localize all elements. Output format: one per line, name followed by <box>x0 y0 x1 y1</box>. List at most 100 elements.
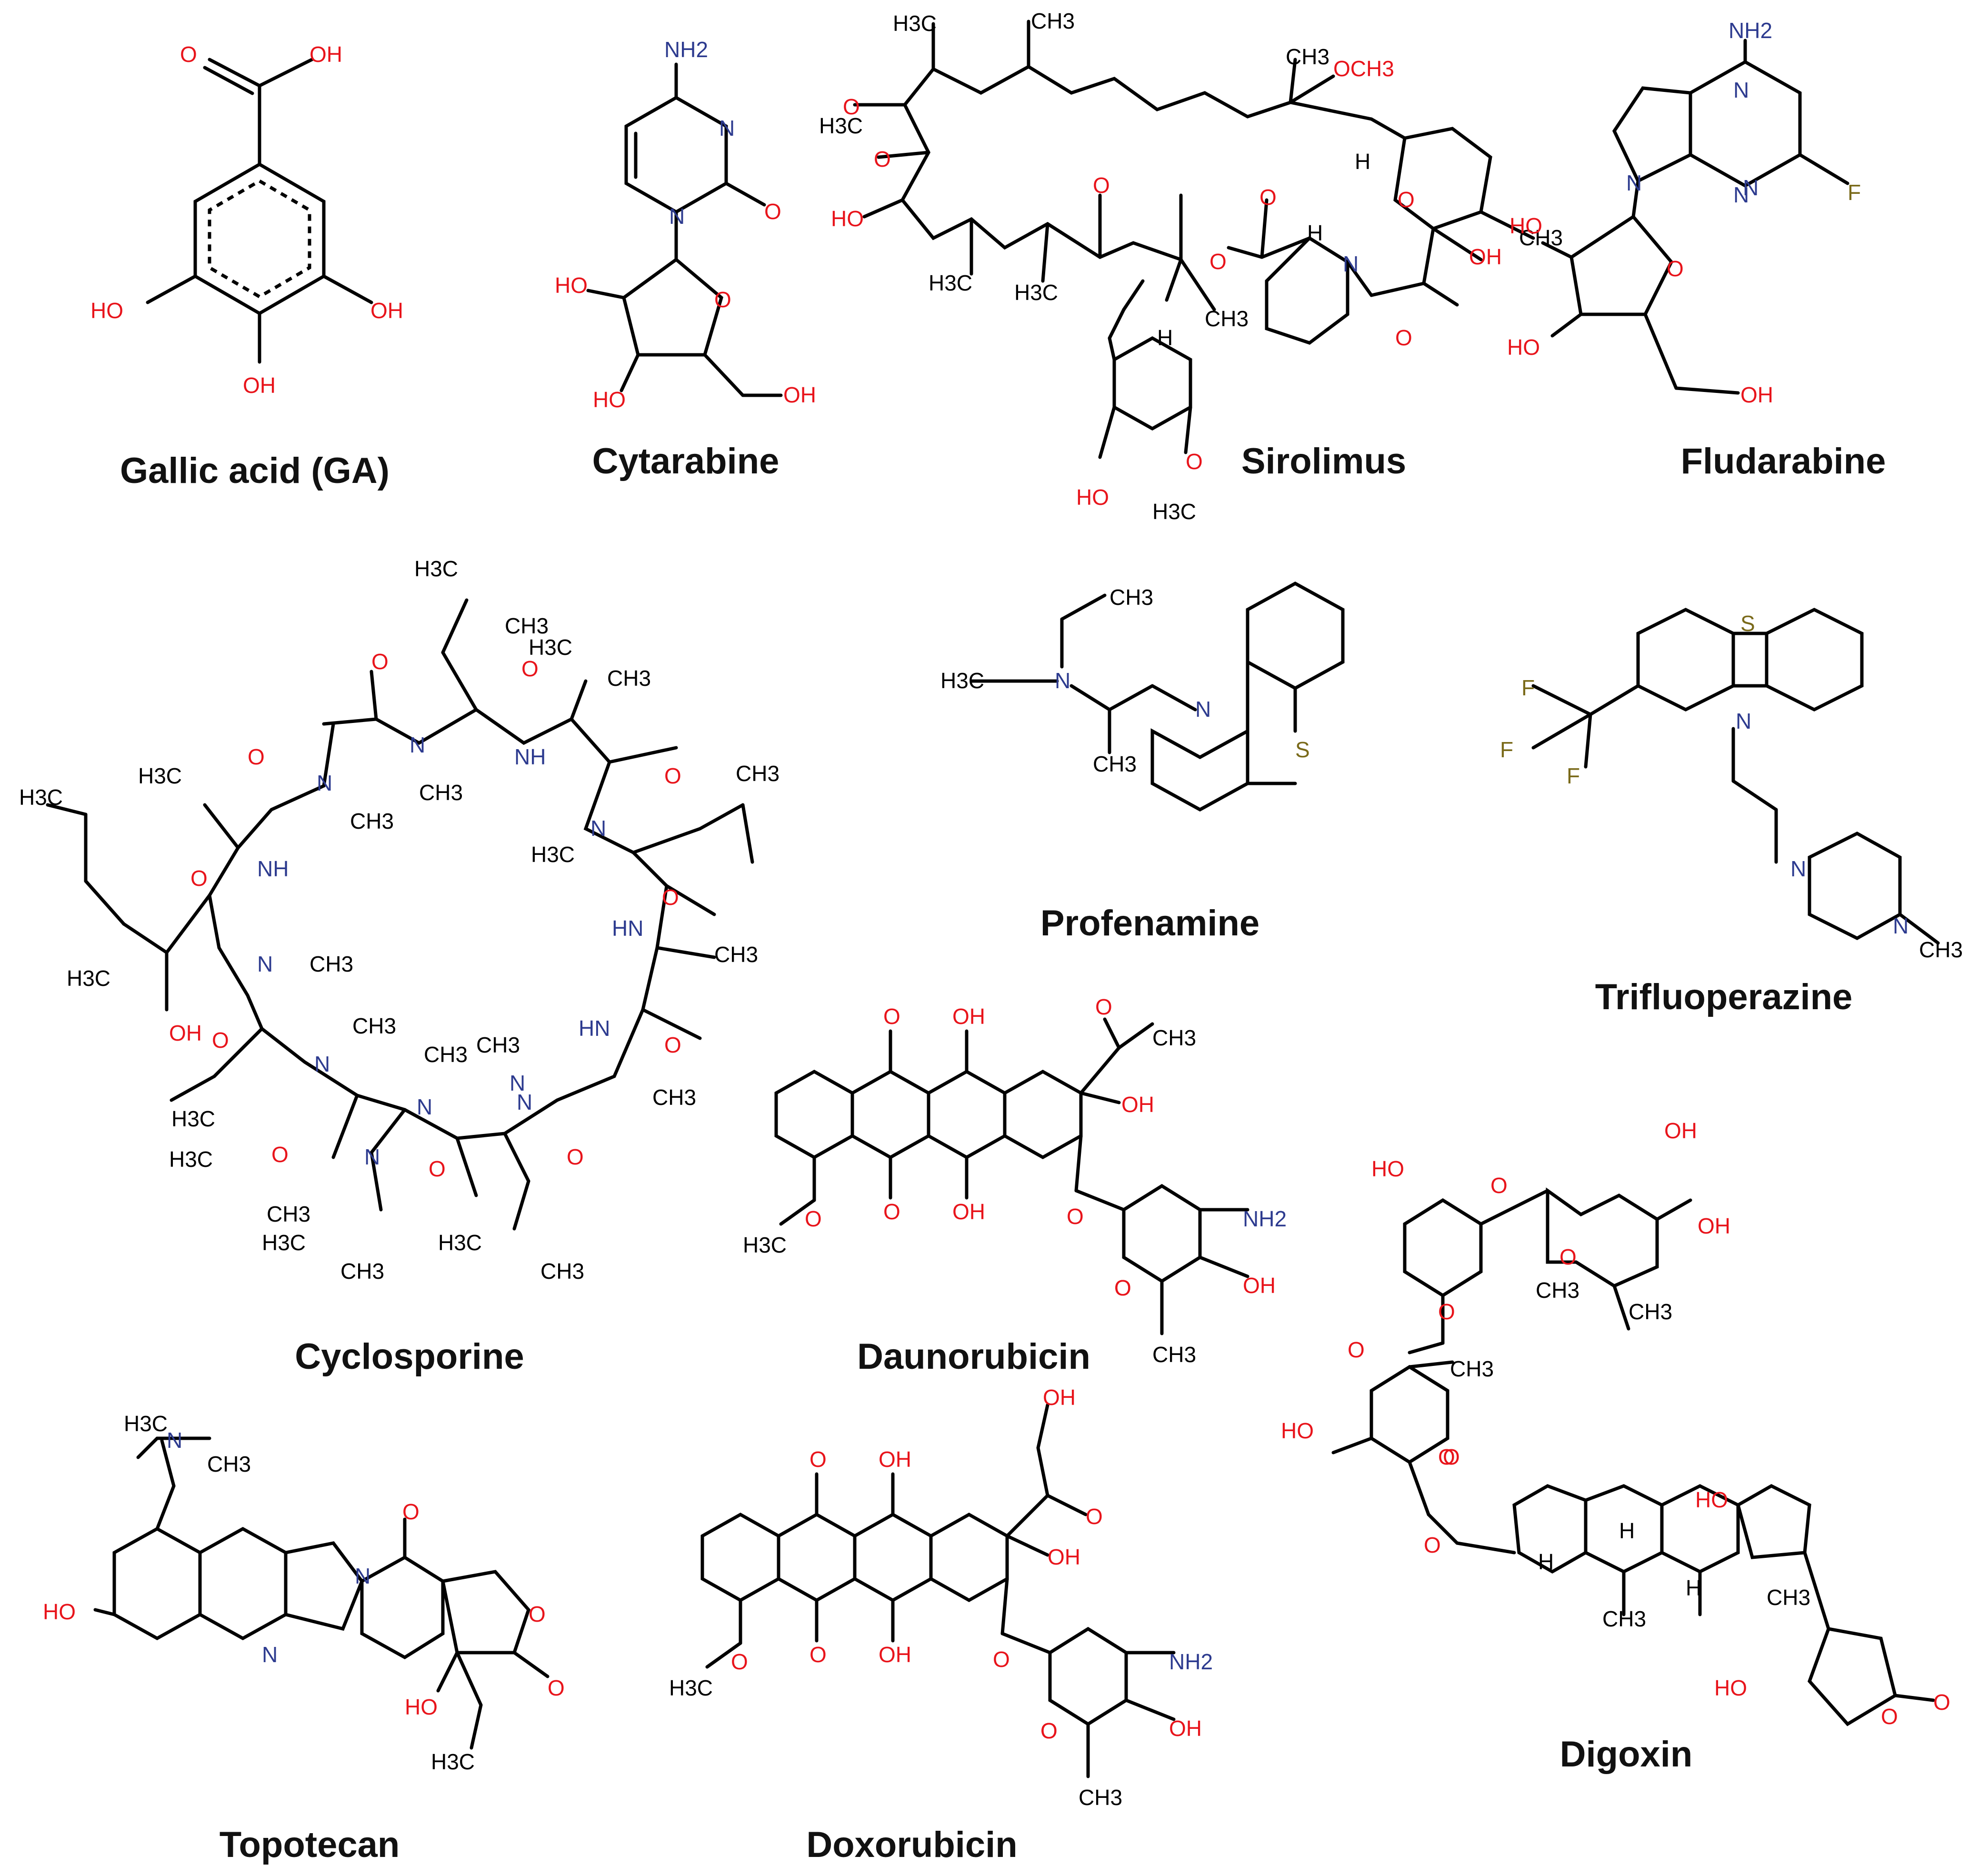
atom-label: N <box>1733 78 1749 102</box>
compound-name-trifluoperazine: Trifluoperazine <box>1595 977 1853 1017</box>
atom-label: CH3 <box>505 613 549 638</box>
atom-label: HN <box>579 1016 610 1041</box>
structure-profenamine: CH3 H3C N N CH3 S <box>940 582 1345 812</box>
atom-label: N <box>1343 251 1359 276</box>
compound-name-digoxin: Digoxin <box>1559 1734 1693 1775</box>
atom-label: OH <box>1664 1118 1697 1143</box>
atom-label: N <box>1195 697 1211 722</box>
atom-label: O <box>548 1675 565 1700</box>
atom-label: F <box>1521 675 1535 700</box>
atom-label: O <box>190 866 208 891</box>
atom-label: O <box>664 763 681 788</box>
atom-label: O <box>429 1156 446 1181</box>
atom-label: O <box>271 1142 289 1167</box>
atom-label: H3C <box>138 763 182 788</box>
atom-label: HO <box>1076 485 1109 510</box>
atom-label: CH3 <box>1205 306 1249 331</box>
atom-label: H <box>1157 325 1173 350</box>
atom-label: F <box>1848 180 1861 205</box>
atom-label: S <box>1740 611 1755 636</box>
atom-label: CH3 <box>1629 1299 1672 1324</box>
atom-label: O <box>1395 325 1412 350</box>
atom-label: H3C <box>940 668 984 693</box>
structure-sirolimus: H3C CH3 CH3 O OCH3 H3C O H O OH CH3 HO O… <box>819 9 1563 524</box>
atom-label: N <box>364 1144 380 1169</box>
atom-label: NH <box>514 744 546 769</box>
atom-label: HO <box>555 273 588 298</box>
atom-label: CH3 <box>340 1259 384 1284</box>
atom-label: CH3 <box>207 1452 251 1476</box>
atom-label: O <box>714 287 731 312</box>
atom-label: CH3 <box>424 1042 468 1067</box>
atom-label: O <box>1424 1533 1441 1557</box>
structure-doxorubicin: OH O OH O OH O O OH H3C O O NH2 O OH CH3 <box>669 1385 1213 1810</box>
atom-label: O <box>529 1602 546 1626</box>
atom-label: N <box>1733 182 1749 207</box>
atom-label: S <box>1295 737 1310 762</box>
atom-label: N <box>719 116 735 140</box>
atom-label: OH <box>1169 1716 1202 1741</box>
compound-name-profenamine: Profenamine <box>1040 903 1260 943</box>
compound-name-topotecan: Topotecan <box>219 1825 400 1865</box>
atom-label: O <box>874 147 891 171</box>
atom-label: OH <box>1243 1273 1276 1298</box>
atom-label: H3C <box>431 1749 475 1774</box>
structure-trifluoperazine: S F F F N N N CH3 <box>1500 608 1963 962</box>
atom-label: CH3 <box>1152 1025 1196 1050</box>
atom-label: HO <box>1714 1675 1747 1700</box>
atom-label: H3C <box>414 556 458 581</box>
atom-label: O <box>1881 1704 1898 1729</box>
atom-label: O <box>1114 1275 1131 1300</box>
atom-label: OH <box>952 1004 985 1029</box>
atom-label: CH3 <box>476 1033 520 1057</box>
atom-label: O <box>883 1199 900 1224</box>
atom-label: F <box>1567 763 1580 788</box>
atom-label: O <box>662 885 679 910</box>
atom-label: CH3 <box>607 666 651 691</box>
atom-label: HO <box>1371 1156 1404 1181</box>
atom-label: O <box>883 1004 900 1029</box>
atom-label: O <box>1040 1718 1058 1743</box>
compound-name-gallic-acid: Gallic acid (GA) <box>120 451 390 491</box>
atom-label: H3C <box>19 785 63 810</box>
atom-label: HO <box>1695 1487 1728 1512</box>
atom-label: N <box>314 1052 330 1076</box>
atom-label: OH <box>1698 1214 1730 1238</box>
atom-label: O <box>843 94 860 119</box>
atom-label: N <box>1790 856 1806 881</box>
atom-label: CH3 <box>1286 44 1329 69</box>
atom-label: OH <box>879 1642 911 1667</box>
atom-label: NH2 <box>1243 1206 1287 1231</box>
atom-label: H3C <box>531 842 575 867</box>
atom-label: N <box>410 732 425 757</box>
atom-label: O <box>212 1028 229 1053</box>
atom-label: O <box>371 649 389 674</box>
atom-label: CH3 <box>1519 225 1563 250</box>
atom-label: N <box>262 1642 278 1667</box>
atom-label: CH3 <box>310 952 353 976</box>
atom-label: N <box>1743 175 1759 200</box>
atom-label: O <box>1067 1204 1084 1229</box>
atom-label: O <box>1186 449 1203 474</box>
atom-label: H3C <box>929 271 972 295</box>
atom-label: O <box>1398 187 1415 212</box>
compound-name-daunorubicin: Daunorubicin <box>857 1336 1090 1377</box>
structure-cyclosporine: H3C CH3 H3C CH3 O O O N NH H3C N CH3 N C… <box>19 556 780 1284</box>
structure-topotecan: H3C N CH3 O N HO N O HO O H3C <box>43 1411 565 1774</box>
atom-label: HN <box>612 916 643 941</box>
atom-label: N <box>317 771 332 795</box>
compound-name-cyclosporine: Cyclosporine <box>295 1336 524 1377</box>
atom-label: N <box>1736 709 1751 733</box>
atom-label: CH3 <box>540 1259 584 1284</box>
atom-label: H3C <box>1152 499 1196 524</box>
atom-label: O <box>1438 1299 1455 1324</box>
atom-label: OH <box>1048 1545 1080 1569</box>
atom-label: N <box>669 204 685 229</box>
atom-label: O <box>1259 185 1277 210</box>
atom-label: O <box>1095 994 1112 1019</box>
atom-label: H <box>1686 1575 1701 1600</box>
atom-label: OH <box>783 382 816 407</box>
atom-label: H3C <box>262 1230 306 1255</box>
atom-label: CH3 <box>1450 1356 1494 1381</box>
atom-label: O <box>1114 1275 1131 1300</box>
